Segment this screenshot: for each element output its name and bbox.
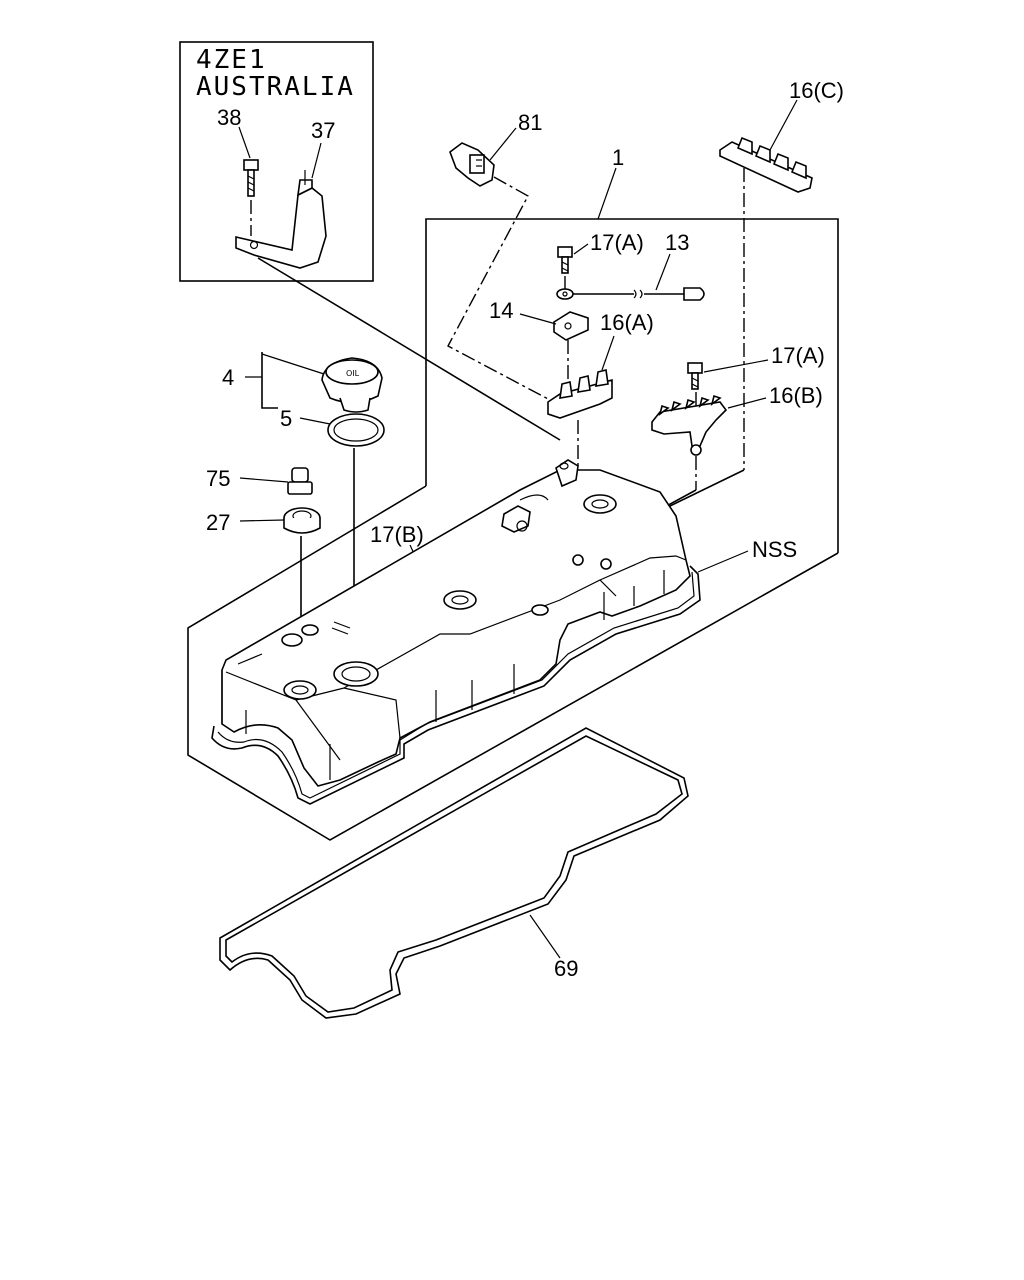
screw-17a-right: [687, 362, 703, 390]
callout-16a: 16(A): [600, 310, 654, 335]
cylinder-head-cover: [211, 459, 701, 805]
callout-nss: NSS: [752, 537, 797, 562]
bolt-38: [243, 159, 259, 236]
screw-17a-top: [557, 246, 573, 274]
callout-16c: 16(C): [789, 78, 844, 103]
clip-16a: [547, 369, 613, 419]
inset-title-line1: 4ZE1: [196, 45, 267, 75]
callout-81: 81: [518, 110, 542, 135]
plug-75: [287, 467, 313, 495]
callout-38: 38: [217, 105, 241, 130]
callout-1: 1: [612, 145, 624, 170]
inset-title-line2: AUSTRALIA: [196, 72, 355, 102]
svg-text:OIL: OIL: [346, 369, 360, 378]
grommet-27: [283, 507, 321, 534]
callout-17a-top: 17(A): [590, 230, 644, 255]
inset-box: 4ZE1 AUSTRALIA 38 37: [179, 41, 374, 282]
gasket-69: [219, 727, 689, 1019]
bracket-14: [553, 311, 589, 341]
clip-16b: [651, 394, 728, 456]
clip-81: [449, 142, 495, 187]
bracket-37: [235, 170, 327, 269]
gasket-5: [327, 413, 385, 447]
callout-75: 75: [206, 466, 230, 491]
callout-69: 69: [554, 956, 578, 981]
callout-13: 13: [665, 230, 689, 255]
callout-4: 4: [222, 365, 234, 390]
callout-27: 27: [206, 510, 230, 535]
callout-37: 37: [311, 118, 335, 143]
callout-14: 14: [489, 298, 513, 323]
callout-17b: 17(B): [370, 522, 424, 547]
clip-16c: [719, 136, 813, 193]
callout-16b: 16(B): [769, 383, 823, 408]
ground-cable-13: [556, 287, 705, 301]
callout-5: 5: [280, 406, 292, 431]
callout-17a-right: 17(A): [771, 343, 825, 368]
oil-cap-4: OIL: [321, 357, 383, 413]
assembly-outline-1: [187, 218, 839, 841]
